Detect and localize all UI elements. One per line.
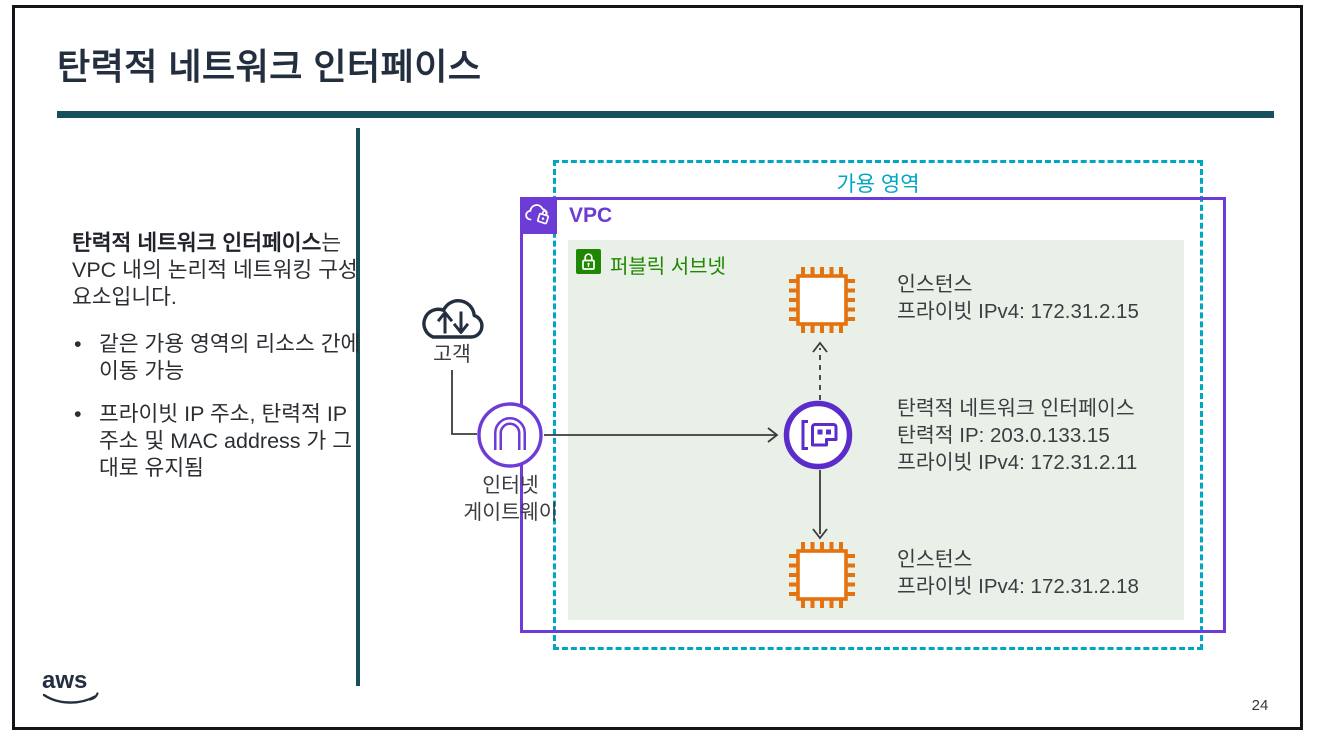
page-number: 24 (1251, 697, 1269, 714)
instance-top-chip-icon (788, 266, 856, 334)
bullet-list: 같은 가용 영역의 리소스 간에 이동 가능 프라이빗 IP 주소, 탄력적 I… (72, 331, 364, 482)
slide-title: 탄력적 네트워크 인터페이스 (57, 46, 482, 87)
instance-bottom-chip-icon (788, 541, 856, 609)
intro-bold-term: 탄력적 네트워크 인터페이스 (72, 231, 322, 255)
instance-top-name: 인스턴스 (897, 273, 973, 296)
instance-top-private-ip: 프라이빗 IPv4: 172.31.2.15 (897, 300, 1139, 323)
eni-to-instance-top-arrowhead (812, 341, 828, 353)
internet-gateway-label: 인터넷 게이트웨이 (438, 472, 583, 526)
internet-gateway-label-line1: 인터넷 (482, 474, 539, 497)
intro-rest-text: 는 VPC 내의 논리적 네트워킹 구성 요소입니다. (72, 231, 358, 309)
aws-logo-text: aws (42, 667, 88, 694)
instance-bottom-name: 인스턴스 (897, 548, 973, 571)
aws-logo: aws (42, 667, 112, 706)
internet-gateway-icon (475, 400, 545, 470)
customer-cloud-icon (413, 288, 491, 346)
eni-private-ip: 프라이빗 IPv4: 172.31.2.11 (897, 451, 1138, 474)
customer-to-gateway-line (451, 370, 477, 435)
internet-gateway-label-line2: 게이트웨이 (463, 501, 558, 524)
public-subnet-lock-icon (576, 249, 601, 274)
public-subnet-label: 퍼블릭 서브넷 (610, 256, 726, 278)
availability-zone-box (553, 160, 1203, 650)
availability-zone-label: 가용 영역 (836, 173, 920, 196)
eni-to-instance-bottom-arrowhead (812, 528, 828, 540)
eni-label-block: 탄력적 네트워크 인터페이스 탄력적 IP: 203.0.133.15 프라이빗… (897, 395, 1237, 476)
eni-icon (781, 398, 855, 472)
eni-elastic-ip: 탄력적 IP: 203.0.133.15 (897, 424, 1110, 447)
aws-logo-swoosh (42, 692, 99, 704)
bullet-item-2: 프라이빗 IP 주소, 탄력적 IP 주소 및 MAC address 가 그대… (72, 401, 364, 482)
bullet-item-1: 같은 가용 영역의 리소스 간에 이동 가능 (72, 331, 364, 385)
eni-name: 탄력적 네트워크 인터페이스 (897, 397, 1135, 420)
vpc-icon (520, 197, 557, 234)
instance-bottom-private-ip: 프라이빗 IPv4: 172.31.2.18 (897, 575, 1139, 598)
instance-bottom-label-block: 인스턴스 프라이빗 IPv4: 172.31.2.18 (897, 546, 1227, 600)
customer-label: 고객 (433, 343, 471, 366)
left-text-panel: 탄력적 네트워크 인터페이스는 VPC 내의 논리적 네트워킹 구성 요소입니다… (72, 230, 364, 498)
public-subnet-area (568, 240, 1184, 620)
gateway-to-eni-arrowhead (767, 427, 779, 443)
instance-top-label-block: 인스턴스 프라이빗 IPv4: 172.31.2.15 (897, 271, 1227, 325)
intro-paragraph: 탄력적 네트워크 인터페이스는 VPC 내의 논리적 네트워킹 구성 요소입니다… (72, 230, 364, 311)
vpc-label: VPC (569, 204, 613, 227)
title-underline-bar (57, 111, 1274, 118)
